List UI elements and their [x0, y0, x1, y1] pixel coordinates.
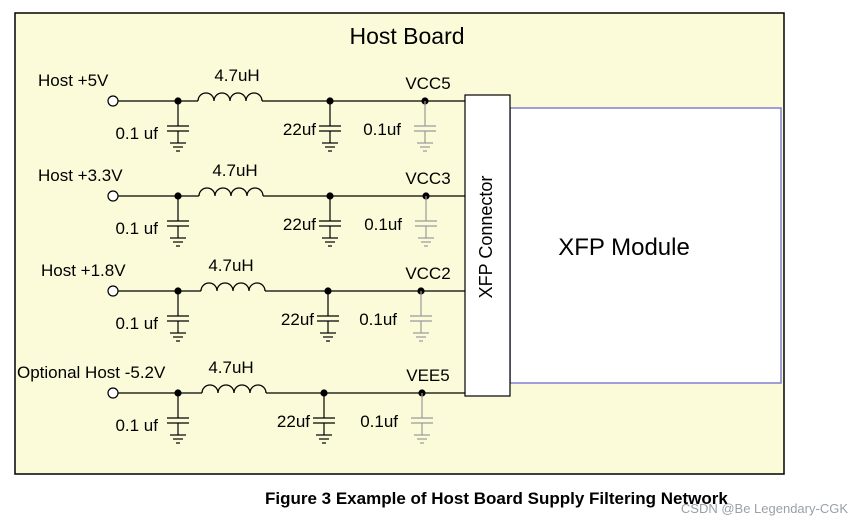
inductor-value: 4.7uH — [212, 161, 257, 180]
module-cap-value: 0.1uf — [360, 412, 398, 431]
input-terminal — [107, 95, 119, 107]
rail-name: VCC2 — [405, 264, 450, 283]
xfp-module — [509, 107, 782, 384]
board-title: Host Board — [349, 23, 464, 49]
xfp-module-label: XFP Module — [558, 234, 690, 261]
input-terminal — [107, 285, 119, 297]
host-cap-value: 0.1 uf — [115, 314, 158, 333]
bulk-cap-value: 22uf — [283, 215, 316, 234]
input-terminal — [107, 190, 119, 202]
host-supply-label: Host +1.8V — [41, 261, 126, 280]
figure-caption: Figure 3 Example of Host Board Supply Fi… — [265, 489, 728, 508]
host-supply-label: Host +5V — [38, 71, 109, 90]
inductor-icon — [200, 282, 266, 292]
inductor-icon — [201, 384, 267, 394]
host-cap-value: 0.1 uf — [115, 416, 158, 435]
watermark: CSDN @Be Legendary-CGK — [681, 501, 848, 516]
inductor-icon — [197, 92, 263, 102]
inductor-icon — [198, 187, 264, 197]
inductor-value: 4.7uH — [208, 256, 253, 275]
module-cap-value: 0.1uf — [363, 120, 401, 139]
module-cap-value: 0.1uf — [364, 215, 402, 234]
bulk-cap-value: 22uf — [277, 412, 310, 431]
xfp-connector-label: XFP Connector — [476, 176, 496, 299]
rail-name: VEE5 — [406, 366, 449, 385]
host-cap-value: 0.1 uf — [115, 124, 158, 143]
module-cap-value: 0.1uf — [359, 310, 397, 329]
host-cap-value: 0.1 uf — [115, 219, 158, 238]
bulk-cap-value: 22uf — [283, 120, 316, 139]
inductor-value: 4.7uH — [208, 358, 253, 377]
rail-name: VCC5 — [405, 74, 450, 93]
inductor-value: 4.7uH — [214, 66, 259, 85]
bulk-cap-value: 22uf — [281, 310, 314, 329]
host-supply-label: Host +3.3V — [38, 166, 123, 185]
xfp-connector — [464, 94, 511, 397]
host-supply-label: Optional Host -5.2V — [17, 363, 166, 382]
input-terminal — [107, 387, 119, 399]
rail-name: VCC3 — [405, 169, 450, 188]
